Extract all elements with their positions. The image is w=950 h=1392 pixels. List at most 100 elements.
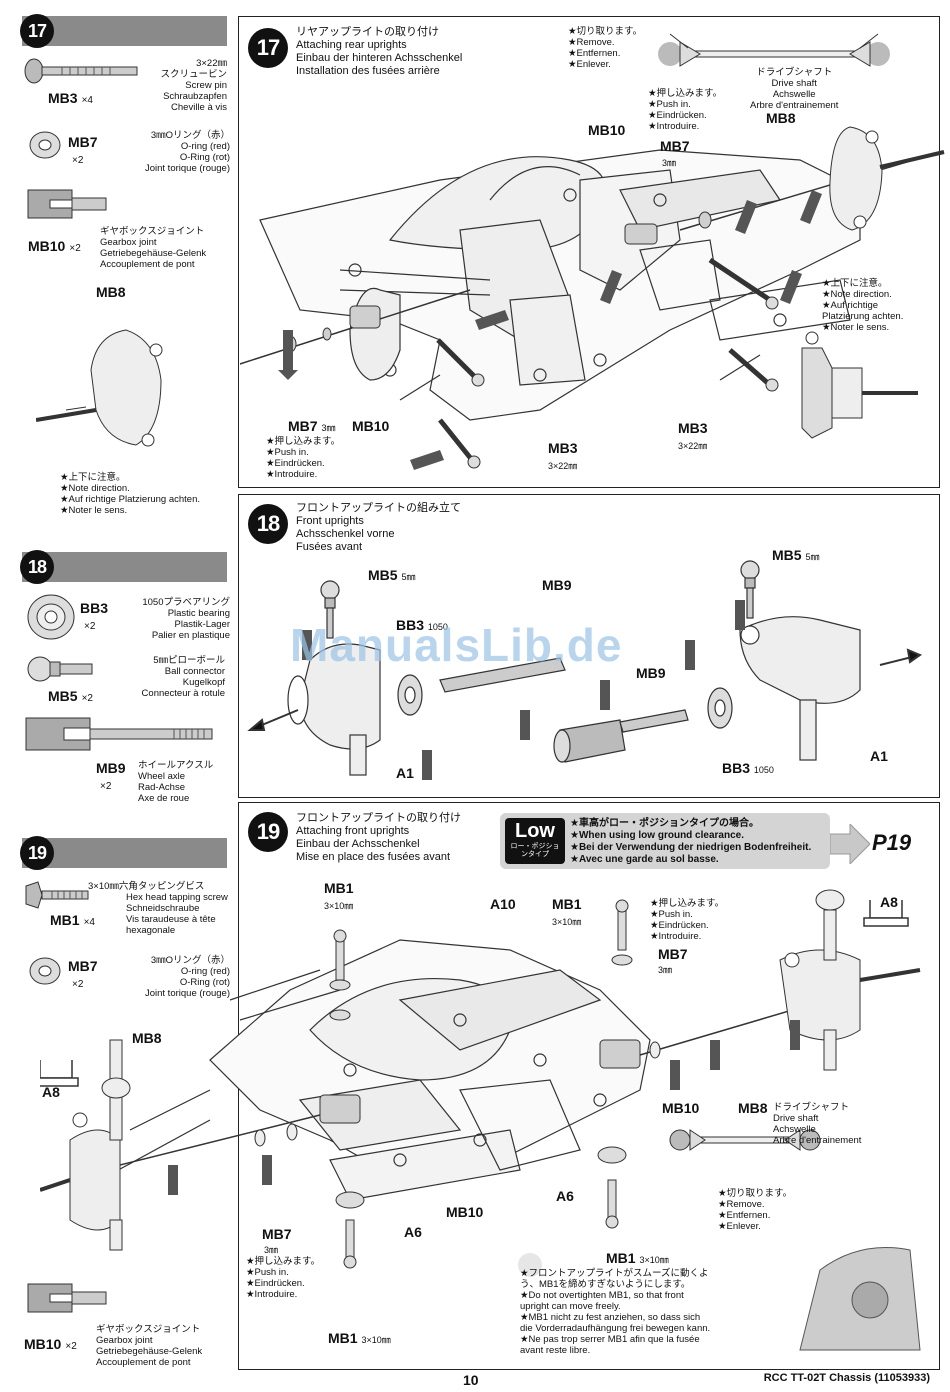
step19-label-mb1-a: MB1 [324,880,354,896]
step18-sidebar-badge: 18 [20,550,54,584]
part-code-mb7: MB7×2 [68,134,98,166]
step17-upright-side-view [801,331,918,439]
step19-sidebar-header [22,838,227,868]
step19-sidebar-badge: 19 [20,836,54,870]
part-code-mb10: MB10×2 [28,238,81,254]
step18-assembly-drawing [247,560,923,780]
low-position-note: ★車高がロー・ポジションタイプの場合。★When using low groun… [570,818,812,865]
step19-label-mb7-top: MB7 [658,946,688,962]
step19-note-smooth: ★フロントアップライトがスムーズに動くよう、MB1を締めすぎないようにします。★… [520,1268,711,1356]
plastic-bearing-icon [27,594,75,640]
part-desc-mb7: 3㎜Oリング（赤）O-ring (red)O-Ring (rot)Joint t… [144,130,230,174]
step19-label-mb1-b-size: 3×10㎜ [552,917,582,927]
step17-label-mb10-top: MB10 [588,122,626,138]
step19-label-mb1-b: MB1 [552,896,582,912]
step18-label-a1-right: A1 [870,748,888,764]
step19-note-push-top: ★押し込みます。★Push in.★Eindrücken.★Introduire… [650,898,725,942]
step17-label-mb8-left: MB8 [96,284,126,300]
wheel-axle-icon [25,717,213,751]
model-footer: RCC TT-02T Chassis (11053933) [763,1372,930,1384]
step19-label-mb7-top-size: 3㎜ [658,965,673,975]
part-desc-mb7-s19: 3㎜Oリング（赤）O-ring (red)O-Ring (rot)Joint t… [144,955,230,999]
step18-label-mb9-right: MB9 [636,665,666,681]
arrow-right-icon [830,824,870,864]
step19-label-mb7-bottom: MB7 [262,1226,292,1242]
step19-label-a10: A10 [490,896,516,912]
low-position-badge: Low ロー・ポジションタイプ [505,818,565,864]
step17-rear-upright-left [36,329,163,447]
step17-label-mb10-bottom: MB10 [352,418,390,434]
part-code-mb1: MB1×4 [50,912,95,928]
part-code-mb9: MB9×2 [96,760,126,792]
step17-note-push-bottom: ★押し込みます。★Push in.★Eindrücken.★Introduire… [266,436,341,480]
step19-label-a6-right: A6 [556,1188,574,1204]
step17-label-mb7-bottom: MB7 3㎜ [288,418,336,434]
gearbox-joint-icon [27,189,107,219]
step19-label-mb8-right: MB8 [738,1100,768,1116]
screw-pin-icon [24,58,138,84]
step17-sidebar-badge: 17 [20,14,54,48]
gearbox-joint-icon [27,1283,107,1313]
step17-label-mb7-top: MB7 [660,138,690,154]
step17-note-remove: ★切り取ります。★Remove.★Entfernen.★Enlever. [568,26,643,70]
step19-label-a8-right: A8 [880,894,898,910]
step17-note-push: ★押し込みます。★Push in.★Eindrücken.★Introduire… [648,88,723,132]
step18-label-bb3-left: BB3 1050 [396,617,448,633]
step19-note-remove: ★切り取ります。★Remove.★Entfernen.★Enlever. [718,1188,793,1232]
step19-note-push-bottom: ★押し込みます。★Push in.★Eindrücken.★Introduire… [246,1256,321,1300]
part-desc-mb1: 3×10㎜六角タッピングビス Hex head tapping screw Sc… [88,881,228,936]
step17-assembly-drawing [240,149,931,470]
step18-label-a1-left: A1 [396,765,414,781]
step18-sidebar-header [22,552,227,582]
part-code-mb3: MB3×4 [48,90,93,106]
part-code-mb10-s19: MB10×2 [24,1336,77,1352]
step17-label-mb3-bottom: MB3 [548,440,578,456]
link-page-p19[interactable]: P19 [872,830,912,855]
part-code-bb3: BB3×2 [80,600,109,632]
step17-label-mb3-bottom-size: 3×22㎜ [548,461,578,471]
step17-label-mb8-top: MB8 [766,110,796,126]
step17-rear-upright-right [829,126,945,231]
step18-label-bb3-right: BB3 1050 [722,760,774,776]
step18-label-mb5-left: MB5 5㎜ [368,567,416,583]
step19-label-mb8-left: MB8 [132,1030,162,1046]
step19-label-mb10-left: MB10 [446,1204,484,1220]
step19-label-a6-left: A6 [404,1224,422,1240]
step19-label-mb1-d: MB1 3×10㎜ [328,1330,391,1346]
step17-label-mb3-right-size: 3×22㎜ [678,441,708,451]
o-ring-icon [29,957,61,985]
step17-note-direction-left: ★上下に注意。★Note direction.★Auf richtige Pla… [60,472,201,516]
step17-sidebar-header [22,16,227,46]
step18-badge: 18 [248,504,288,544]
step19-label-mb10-right: MB10 [662,1100,700,1116]
step19-assembly-drawing [40,889,921,1351]
part-code-mb7-s19: MB7×2 [68,958,98,990]
ball-connector-icon [27,656,93,682]
step19-label-mb7-bottom-size: 3㎜ [264,1245,279,1255]
step18-label-mb5-right: MB5 5㎜ [772,547,820,563]
part-code-mb5: MB5×2 [48,688,93,704]
page-number: 10 [463,1372,479,1388]
watermark-text: ManualsLib.de [290,619,623,671]
step17-label-mb7-top-size: 3㎜ [662,158,677,168]
step17-badge: 17 [248,28,288,68]
step19-label-mb1-c: MB1 3×10㎜ [606,1250,669,1266]
hex-tapping-screw-icon [25,881,89,909]
step19-badge: 19 [248,812,288,852]
step17-drive-shaft-drawing [658,33,890,67]
step19-label-a8-left: A8 [42,1084,60,1100]
o-ring-icon [29,131,61,159]
step18-label-mb9-top: MB9 [542,577,572,593]
